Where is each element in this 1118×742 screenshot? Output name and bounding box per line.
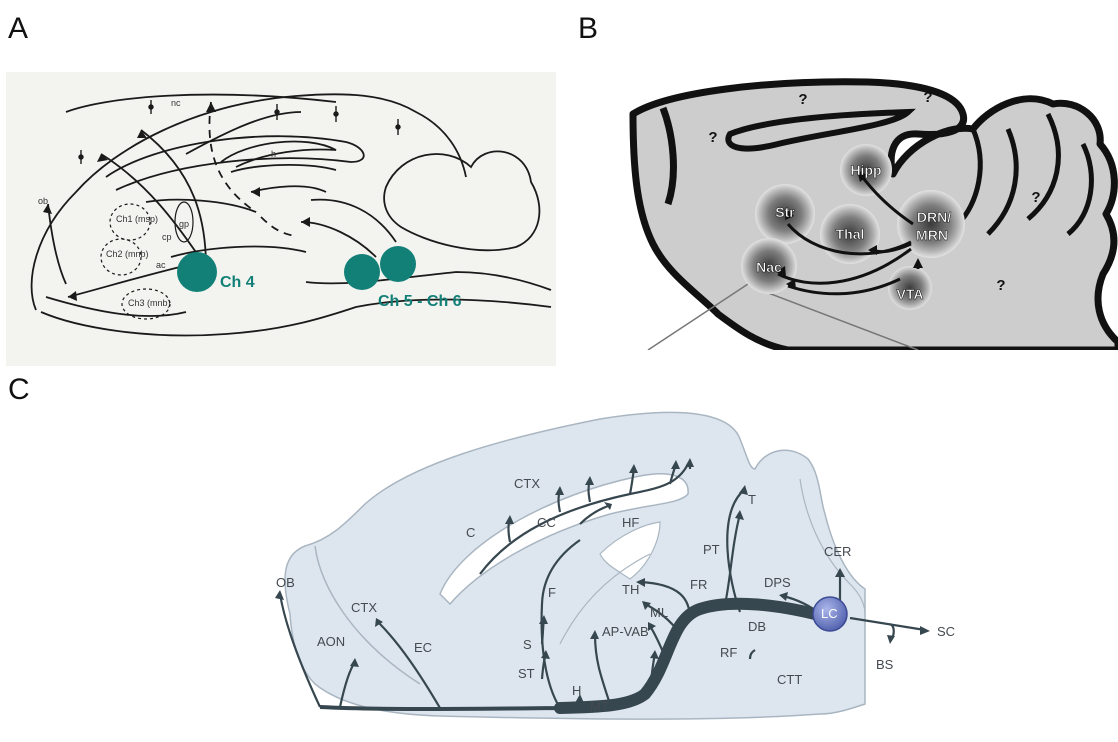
panel-b-label-drn: DRN/ — [917, 209, 951, 225]
panel-b-label-nac: Nac — [756, 259, 782, 275]
panel-c-label-cc: CC — [537, 515, 556, 530]
panel-c-label-ml: ML — [650, 605, 668, 620]
panel-a-label-ch2: Ch2 (mnb) — [106, 249, 149, 259]
panel-c-label-f: F — [548, 585, 556, 600]
panel-b-unknown-1: ? — [798, 91, 807, 108]
panel-c-label-h: H — [572, 683, 581, 698]
panel-b-unknown-2: ? — [923, 89, 932, 106]
panel-b-label-mrn: MRN — [916, 227, 948, 243]
panel-c-label-mt: MT — [590, 699, 609, 714]
panel-b-unknown-3: ? — [708, 129, 717, 146]
panel-c-label-t: T — [748, 492, 756, 507]
panel-c-label-pt: PT — [703, 542, 720, 557]
panel-a-label-cp: cp — [162, 232, 172, 242]
panel-c-label-sc: SC — [937, 624, 955, 639]
panel-b-serotonergic-diagram: Hipp Str Thal Nac DRN/ MRN VTA ? ? ? ? ? — [628, 74, 1118, 350]
panel-c-label-cer: CER — [824, 544, 851, 559]
panel-c-label-ob: OB — [276, 575, 295, 590]
panel-c-label-rf: RF — [720, 645, 737, 660]
panel-c-label-hf: HF — [622, 515, 639, 530]
panel-a-ch5-nucleus — [344, 254, 380, 290]
panel-c-label-fr: FR — [690, 577, 707, 592]
panel-c-label-th: TH — [622, 582, 639, 597]
panel-a-label-ch1: Ch1 (msp) — [116, 214, 158, 224]
panel-c-label-st: ST — [518, 666, 535, 681]
panel-b-label-hipp: Hipp — [850, 162, 881, 178]
panel-c-label-ctt: CTT — [777, 672, 802, 687]
panel-a-label-nc: nc — [171, 98, 181, 108]
panel-b-unknown-4: ? — [1031, 189, 1040, 206]
panel-c-label-db: DB — [748, 619, 766, 634]
panel-c-label-ec: EC — [414, 640, 432, 655]
panel-c-letter: C — [8, 375, 30, 405]
panel-a-background — [6, 72, 556, 366]
panel-a-label-gp: gp — [179, 219, 189, 229]
panel-c-label-lc: LC — [821, 606, 838, 621]
panel-c-label-ap-vab: AP-VAB — [602, 624, 649, 639]
panel-b-letter: B — [578, 14, 598, 44]
panel-c-label-s: S — [523, 637, 532, 652]
panel-a-label-ob: ob — [38, 196, 48, 206]
panel-c-label-ctx-front: CTX — [351, 600, 377, 615]
panel-a-label-ac: ac — [156, 260, 166, 270]
panel-b-label-thal: Thal — [836, 226, 865, 242]
panel-b-unknown-5: ? — [996, 277, 1005, 294]
panel-b-label-str: Str — [775, 204, 795, 220]
panel-a-label-h: h — [271, 149, 276, 159]
panel-c-label-ctx-top: CTX — [514, 476, 540, 491]
panel-c-label-bs: BS — [876, 657, 894, 672]
panel-a-cholinergic-diagram: nc h ob Ch1 (msp) cp gp Ch2 (mnb) ac Ch3… — [6, 72, 556, 366]
panel-b-label-vta: VTA — [897, 286, 924, 302]
panel-c-label-aon: AON — [317, 634, 345, 649]
panel-c-label-c: C — [466, 525, 475, 540]
panel-a-ch6-nucleus — [380, 246, 416, 282]
panel-a-letter: A — [8, 14, 28, 44]
panel-a-label-ch4: Ch 4 — [220, 274, 255, 291]
panel-a-label-ch56: Ch 5 - Ch 6 — [378, 293, 462, 310]
panel-a-label-ch3: Ch3 (mnb) — [128, 298, 171, 308]
panel-a-ch4-nucleus — [177, 252, 217, 292]
panel-c-noradrenergic-diagram: LC CTX CC C HF T PT FR TH ML DPS CER SC … — [260, 404, 980, 740]
panel-c-label-dps: DPS — [764, 575, 791, 590]
